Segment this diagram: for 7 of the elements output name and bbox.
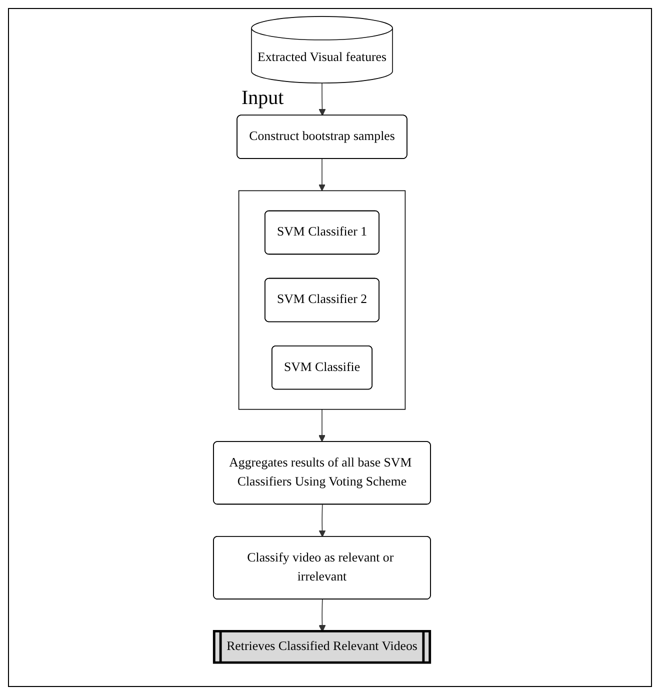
node-caption: Input bbox=[241, 86, 284, 110]
arrow bbox=[318, 82, 326, 116]
arrow bbox=[318, 504, 326, 538]
cluster bbox=[238, 190, 406, 410]
arrow bbox=[318, 408, 326, 442]
arrow bbox=[318, 599, 326, 632]
arrow bbox=[318, 158, 326, 192]
